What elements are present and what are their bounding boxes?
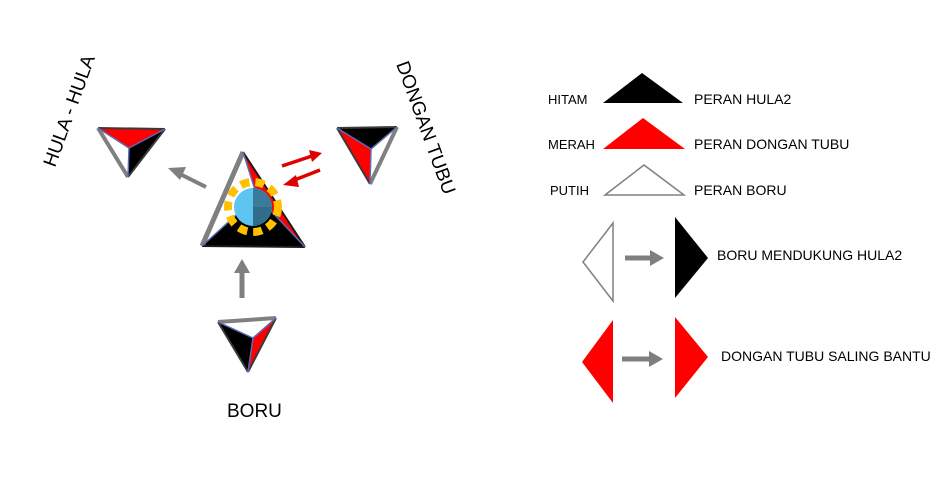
- legend-putih-label: PUTIH: [550, 183, 589, 198]
- legend-hula-role: PERAN HULA2: [694, 91, 791, 107]
- legend-dongan-role: PERAN DONGAN TUBU: [694, 136, 849, 152]
- center-unity-icon: [224, 178, 282, 236]
- legend-boru-role: PERAN BORU: [694, 182, 787, 198]
- legend-support-arrow: [625, 250, 664, 266]
- arrow-boru-to-center: [234, 259, 250, 298]
- legend-red-half-triangle-left: [582, 320, 613, 403]
- hula-hula-label: HULA - HULA: [40, 52, 100, 170]
- arrow-dongan-to-center: [283, 168, 321, 187]
- legend-red-half-triangle-right: [675, 317, 708, 398]
- legend-merah-label: MERAH: [548, 137, 595, 152]
- legend-boru-support-text: BORU MENDUKUNG HULA2: [717, 247, 902, 263]
- legend-red-triangle: [603, 118, 685, 149]
- legend-white-half-triangle: [582, 220, 614, 304]
- boru-triangle: [217, 316, 277, 373]
- legend-black-triangle: [603, 73, 683, 103]
- legend-mutual-arrow: [622, 351, 663, 367]
- boru-label: BORU: [227, 401, 282, 422]
- legend-black-half-triangle: [675, 217, 708, 298]
- hula-hula-triangle: [96, 126, 166, 179]
- dongan-tubu-triangle: [336, 126, 399, 185]
- legend-white-triangle: [602, 164, 687, 196]
- legend-hitam-label: HITAM: [548, 92, 587, 107]
- dongan-tubu-label: DONGAN TUBU: [391, 59, 459, 198]
- legend-dongan-support-text: DONGAN TUBU SALING BANTU: [721, 348, 931, 364]
- arrow-center-to-hula: [168, 167, 207, 189]
- arrow-center-to-dongan: [281, 150, 322, 168]
